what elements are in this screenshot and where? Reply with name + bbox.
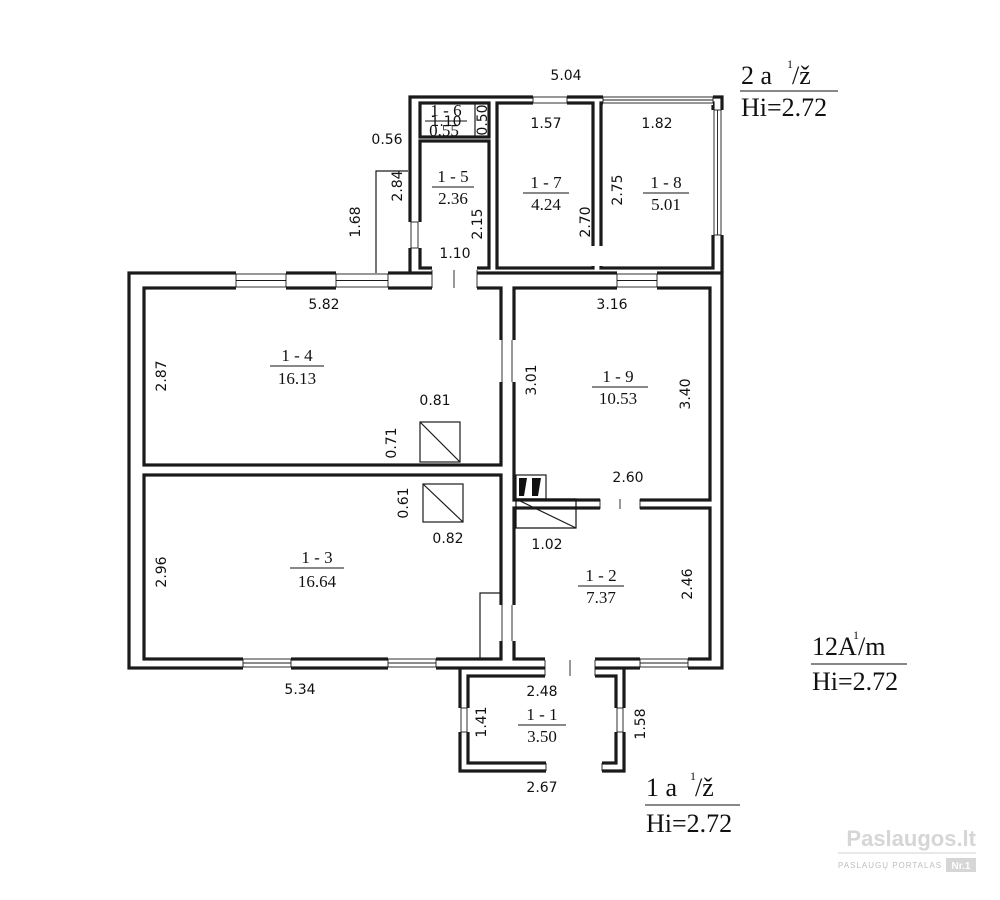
room-1-4-id: 1 - 4 — [281, 346, 313, 365]
dim-label: 2.87 — [154, 360, 170, 391]
room-1-5-id: 1 - 5 — [437, 167, 468, 186]
dim-label: 2.67 — [526, 780, 557, 796]
dim-label: 2.15 — [470, 208, 486, 239]
room-1-3-id: 1 - 3 — [301, 548, 332, 567]
dim-label: 5.34 — [284, 682, 315, 698]
room-labels: 1 - 1 3.50 1 - 2 7.37 1 - 3 16.64 1 - 4 … — [270, 101, 689, 746]
room-1-7-area: 4.24 — [531, 195, 561, 214]
partition-1-3 — [479, 592, 501, 659]
dim-label: 1.41 — [474, 706, 490, 737]
room-1-6-area: 0.55 — [429, 121, 459, 140]
level-superscript: 1 — [787, 57, 793, 71]
dim-label: 2.84 — [390, 170, 406, 201]
dim-label: 1.82 — [641, 116, 672, 132]
dim-label: 0.71 — [384, 427, 400, 458]
room-1-4-wall — [142, 286, 503, 467]
dim-label: 0.50 — [475, 104, 491, 135]
dimensions: 5.04 1.57 1.82 0.56 1.10 0.50 2.84 1.68 … — [154, 68, 696, 796]
level-height: Hi=2.72 — [646, 809, 732, 838]
dim-label: 2.75 — [610, 174, 626, 205]
porch-outline — [375, 170, 408, 273]
stove-1-4-diag — [419, 421, 461, 463]
dim-label: 1.57 — [530, 116, 561, 132]
dim-label: 2.46 — [680, 568, 696, 599]
dim-label: 1.10 — [430, 114, 461, 130]
level-height: Hi=2.72 — [812, 667, 898, 696]
dim-label: 2.70 — [578, 206, 594, 237]
level-height: Hi=2.72 — [741, 93, 827, 122]
room-1-2-area: 7.37 — [586, 588, 616, 607]
level-suffix: /m — [858, 632, 885, 661]
dim-label: 0.81 — [419, 393, 450, 409]
room-1-6-id: 1 - 6 — [430, 101, 461, 120]
level-superscript: 1 — [690, 769, 696, 783]
watermark-brand: Paslaugos.lt — [846, 826, 976, 851]
watermark-tagline: PASLAUGŲ PORTALAS — [838, 861, 942, 870]
dim-label: 2.48 — [526, 684, 557, 700]
stove-1-3 — [422, 483, 464, 523]
chimney-flue-right — [532, 478, 541, 496]
fixtures — [375, 103, 577, 659]
dim-label: 5.82 — [308, 297, 339, 313]
dim-label: 1.58 — [633, 708, 649, 739]
windows — [235, 95, 724, 773]
dim-label: 2.60 — [612, 470, 643, 486]
dim-label: 0.56 — [371, 132, 402, 148]
level-code: 12A — [812, 632, 857, 661]
room-1-2-id: 1 - 2 — [585, 566, 616, 585]
level-code: 1 a — [646, 773, 678, 802]
room-1-8-area: 5.01 — [651, 195, 681, 214]
dim-label: 2.96 — [154, 556, 170, 587]
level-label-bottom: 1 a 1 /ž Hi=2.72 — [645, 769, 740, 838]
dim-label: 3.01 — [524, 364, 540, 395]
room-1-1-id: 1 - 1 — [526, 705, 557, 724]
room-1-7-id: 1 - 7 — [530, 173, 562, 192]
room-1-3-area: 16.64 — [298, 572, 337, 591]
dim-label: 0.61 — [396, 487, 412, 518]
stove-1-3-diag — [422, 483, 464, 523]
dim-label: 1.10 — [439, 246, 470, 262]
level-superscript: 1 — [853, 628, 859, 642]
dim-label: 5.04 — [550, 68, 581, 84]
dim-label: 1.02 — [531, 537, 562, 553]
dim-label: 3.16 — [596, 297, 627, 313]
room-1-5-area: 2.36 — [438, 189, 468, 208]
room-1-6-wall — [418, 101, 491, 139]
room-1-9-area: 10.53 — [599, 389, 637, 408]
dim-label: 0.82 — [432, 531, 463, 547]
level-suffix: /ž — [792, 61, 811, 90]
level-label-top-right: 2 a 1 /ž Hi=2.72 — [740, 57, 838, 122]
level-code: 2 a — [741, 61, 773, 90]
stove-1-4 — [419, 421, 461, 463]
room-1-9-id: 1 - 9 — [602, 367, 633, 386]
dim-label: 3.40 — [678, 378, 694, 409]
room-1-3-wall — [142, 473, 503, 661]
watermark-badge: Nr.1 — [952, 861, 971, 872]
level-suffix: /ž — [695, 773, 714, 802]
level-label-middle-right: 12A 1 /m Hi=2.72 — [811, 628, 907, 696]
watermark-logo: Paslaugos.lt PASLAUGŲ PORTALAS Nr.1 — [838, 826, 977, 872]
chimney-flue-left — [519, 478, 527, 496]
room-1-1-area: 3.50 — [527, 727, 557, 746]
room-1-4-area: 16.13 — [278, 369, 316, 388]
dim-label: 1.68 — [348, 206, 364, 237]
room-1-8-id: 1 - 8 — [650, 173, 681, 192]
